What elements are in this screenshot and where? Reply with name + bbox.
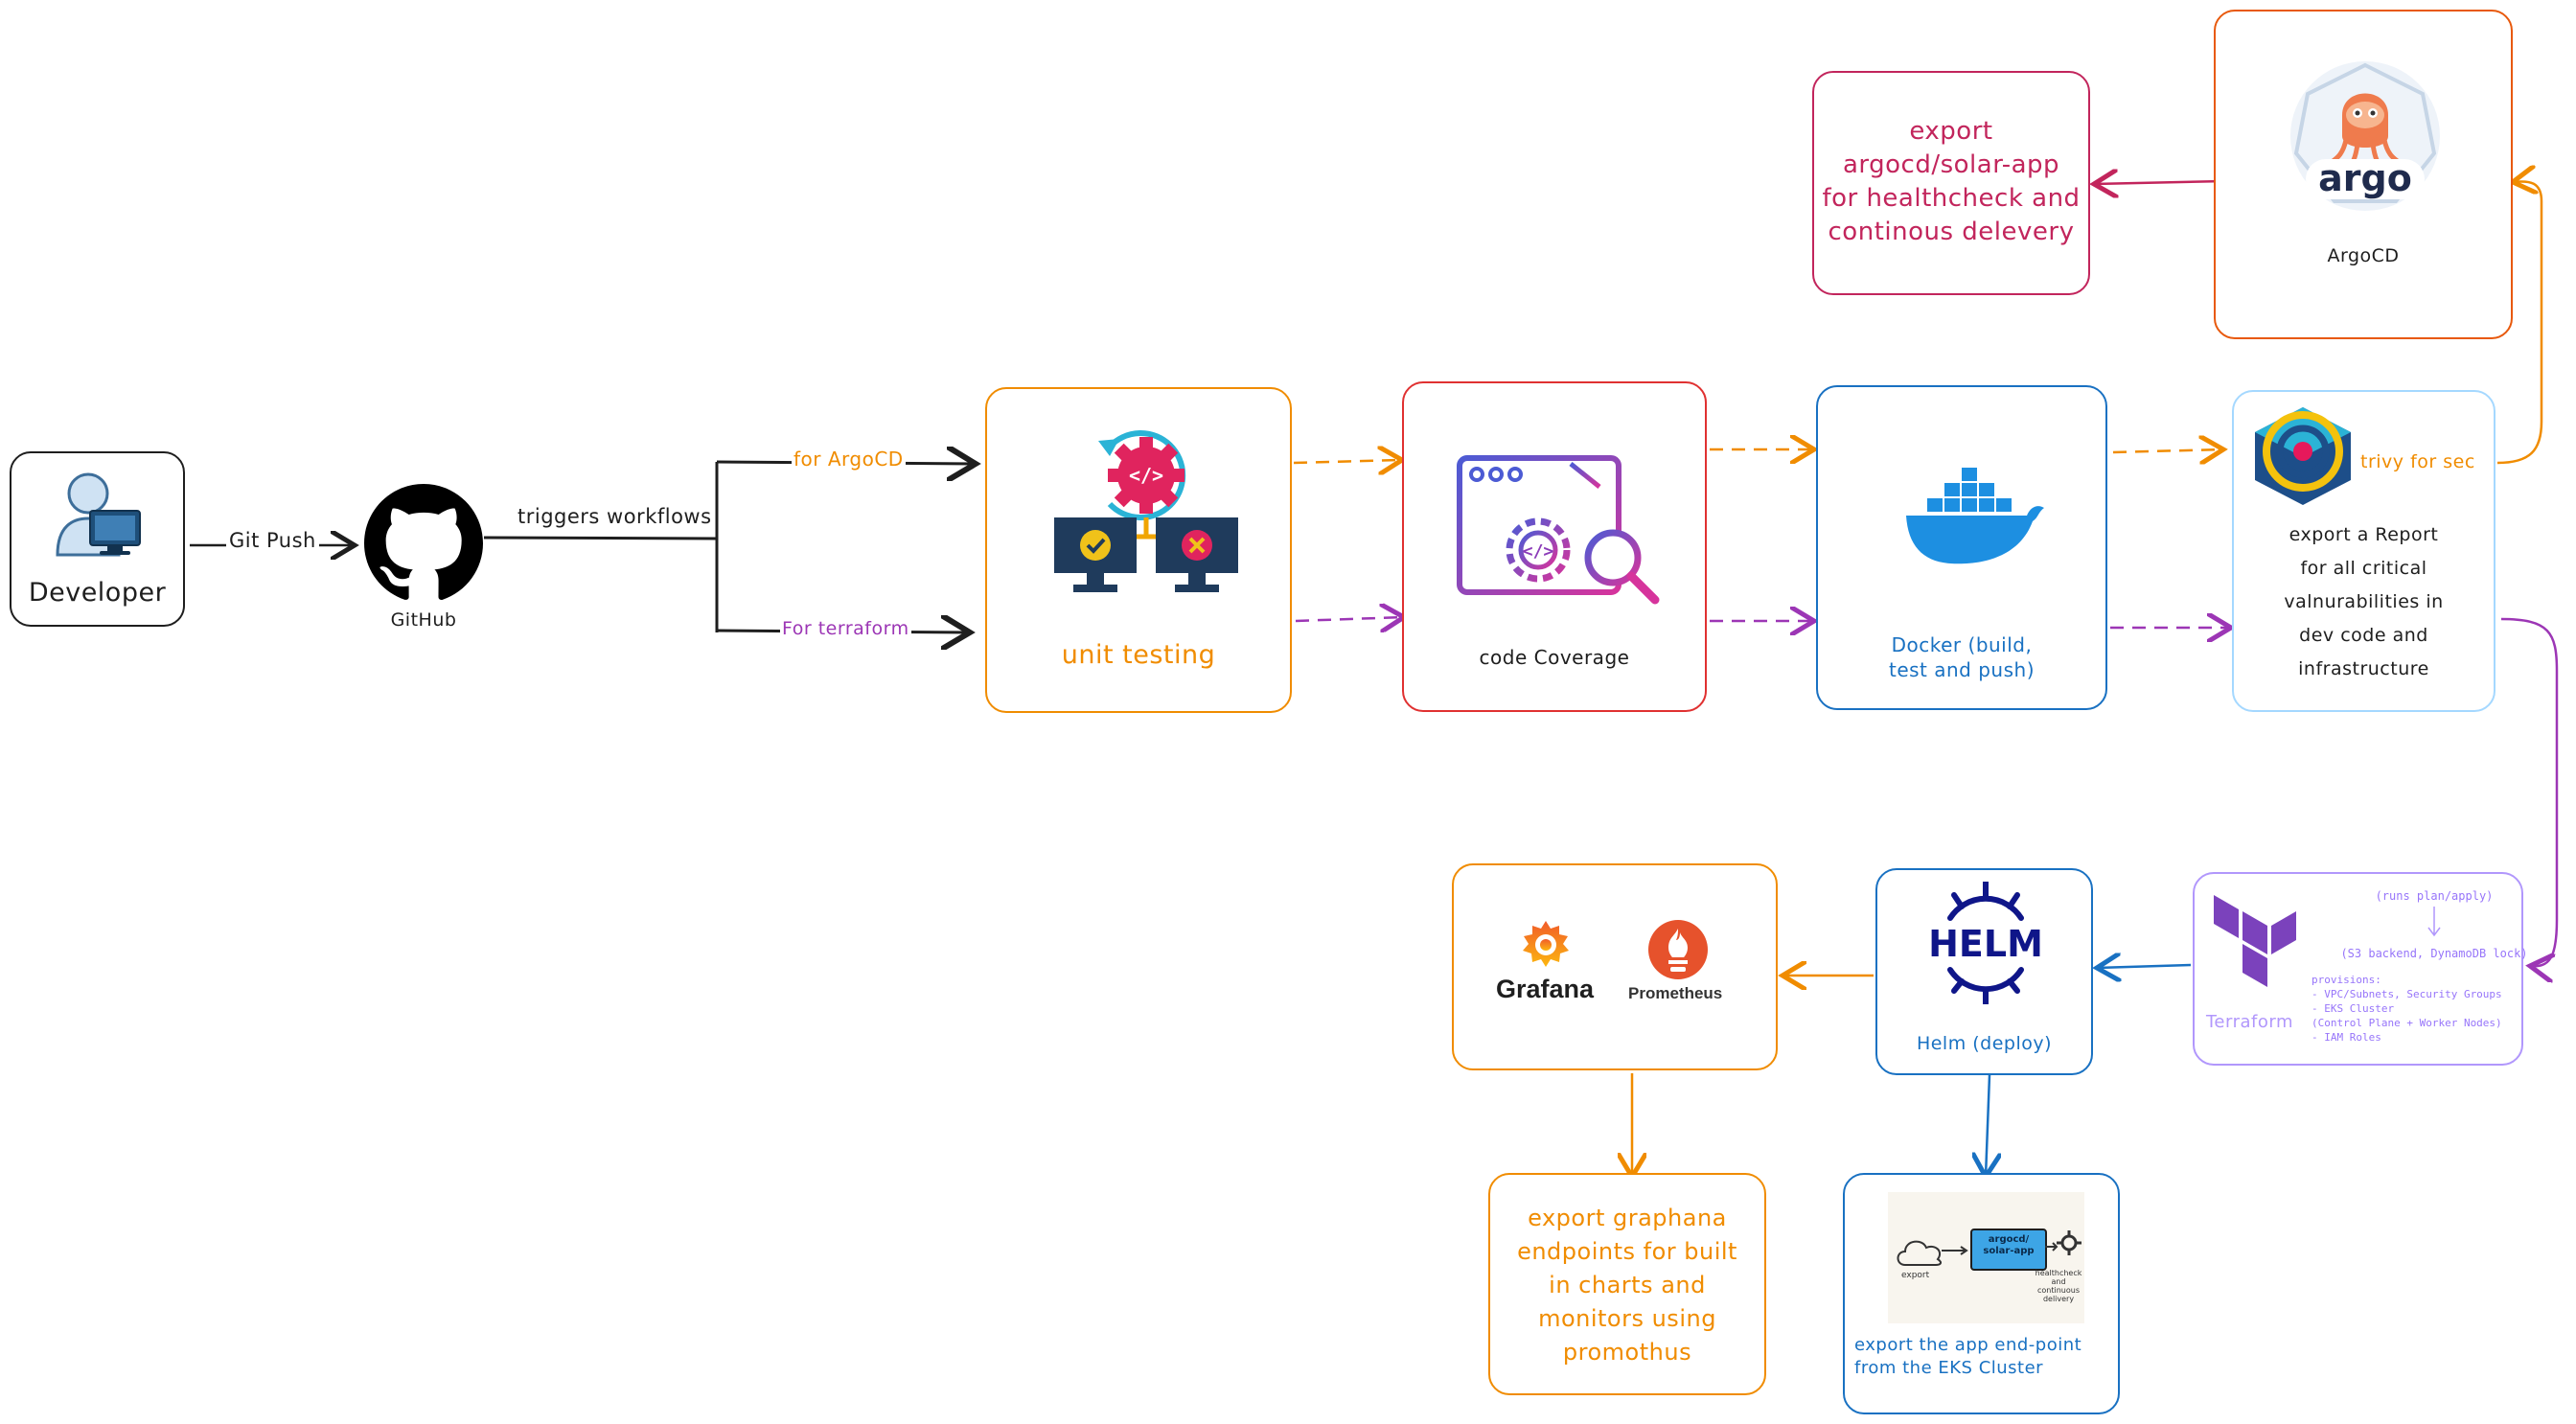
prometheus-icon bbox=[1648, 920, 1708, 979]
developer-node[interactable]: Developer bbox=[10, 451, 185, 627]
grafana-export-note: export graphana endpoints for built in c… bbox=[1488, 1173, 1766, 1395]
docker-label: Docker (build, test and push) bbox=[1888, 633, 2036, 681]
arrow-helm-eks bbox=[1986, 1074, 1990, 1177]
thumb-app-box: argocd/ solar-app bbox=[1970, 1229, 2047, 1271]
thumb-health: healthcheck and continuous delivery bbox=[2035, 1269, 2082, 1303]
svg-text:</>: </> bbox=[1129, 464, 1163, 487]
edge-label-for-terraform: For terraform bbox=[780, 618, 911, 639]
argocd-label: ArgoCD bbox=[2327, 245, 2400, 266]
edge-label-triggers: triggers workflows bbox=[518, 505, 712, 528]
arrow-terraform-helm bbox=[2097, 965, 2192, 968]
arrow-unit-coverage-purple bbox=[1295, 617, 1404, 621]
code-coverage-node[interactable]: </> code Coverage bbox=[1402, 381, 1707, 712]
terraform-backend: (S3 backend, DynamoDB lock) bbox=[2340, 947, 2528, 960]
grafana-export-text: export graphana endpoints for built in c… bbox=[1517, 1205, 1737, 1366]
trivy-icon bbox=[2255, 407, 2351, 505]
code-coverage-label: code Coverage bbox=[1479, 646, 1630, 669]
thumb-arrow-2 bbox=[2045, 1242, 2058, 1252]
thumb-export: export bbox=[1901, 1271, 1930, 1280]
helm-logo-text: HELM bbox=[1928, 923, 2043, 965]
docker-node[interactable]: Docker (build, test and push) bbox=[1816, 385, 2107, 710]
argocd-node[interactable]: argo ArgoCD bbox=[2214, 10, 2513, 339]
argo-icon: argo bbox=[2290, 61, 2440, 211]
cloud-icon bbox=[1897, 1240, 1943, 1266]
svg-text:</>: </> bbox=[1523, 541, 1554, 562]
edge-label-git-push: Git Push bbox=[226, 529, 319, 552]
gear-icon bbox=[2057, 1230, 2082, 1255]
helm-icon: HELM bbox=[1928, 882, 2043, 1004]
eks-thumbnail: export argocd/ solar-app healthcheck and… bbox=[1888, 1192, 2084, 1323]
terraform-label: Terraform bbox=[2206, 1012, 2293, 1032]
eks-export-note: export argocd/ solar-app healthcheck and… bbox=[1843, 1173, 2120, 1414]
github-label: GitHub bbox=[390, 609, 457, 631]
terraform-icon bbox=[2214, 895, 2296, 987]
unit-testing-icon: </> bbox=[1054, 430, 1238, 592]
trivy-report: export a Report for all critical valnura… bbox=[2284, 524, 2444, 679]
edge-label-for-argocd: for ArgoCD bbox=[792, 448, 906, 471]
thumb-app-label: argocd/ solar-app bbox=[1983, 1234, 2035, 1256]
arrow-docker-trivy-orange bbox=[2112, 449, 2223, 452]
terraform-node[interactable]: Terraform (runs plan/apply) (S3 backend,… bbox=[2193, 872, 2528, 1066]
monitoring-node[interactable]: Grafana Prometheus bbox=[1452, 863, 1778, 1070]
arrow-argocd-export bbox=[2094, 181, 2226, 184]
arrow-trivy-terraform bbox=[2500, 617, 2559, 966]
terraform-provisions: provisions: - VPC/Subnets, Security Grou… bbox=[2312, 974, 2502, 1044]
terraform-runs: (runs plan/apply) bbox=[2375, 889, 2494, 903]
thumb-arrow-1 bbox=[1942, 1246, 1968, 1255]
docker-icon bbox=[1906, 468, 2044, 564]
trivy-node[interactable]: trivy for sec export a Report for all cr… bbox=[2232, 390, 2496, 712]
eks-export-text: export the app end-point from the EKS Cl… bbox=[1854, 1335, 2082, 1378]
unit-testing-label: unit testing bbox=[1061, 640, 1216, 670]
arrow-trivy-argocd bbox=[2496, 181, 2543, 465]
developer-label: Developer bbox=[28, 578, 167, 608]
code-coverage-icon: </> bbox=[1457, 455, 1660, 605]
trivy-label: trivy for sec bbox=[2360, 451, 2475, 472]
grafana-label: Grafana bbox=[1496, 975, 1595, 1003]
prometheus-label: Prometheus bbox=[1628, 984, 1723, 1002]
unit-testing-node[interactable]: </> unit testing bbox=[985, 387, 1292, 713]
developer-icon bbox=[56, 472, 141, 557]
github-icon[interactable] bbox=[364, 484, 483, 603]
arrow-unit-coverage-orange bbox=[1293, 460, 1402, 463]
helm-node[interactable]: HELM Helm (deploy) bbox=[1875, 868, 2093, 1075]
arrow-triggers bbox=[483, 462, 719, 632]
argocd-export-note: export argocd/solar-app for healthcheck … bbox=[1812, 71, 2090, 295]
terraform-down-arrow bbox=[2427, 907, 2441, 937]
argo-logo-text: argo bbox=[2318, 157, 2412, 199]
argocd-export-text: export argocd/solar-app for healthcheck … bbox=[1822, 117, 2081, 246]
helm-label: Helm (deploy) bbox=[1916, 1033, 2053, 1054]
grafana-icon bbox=[1523, 921, 1569, 967]
